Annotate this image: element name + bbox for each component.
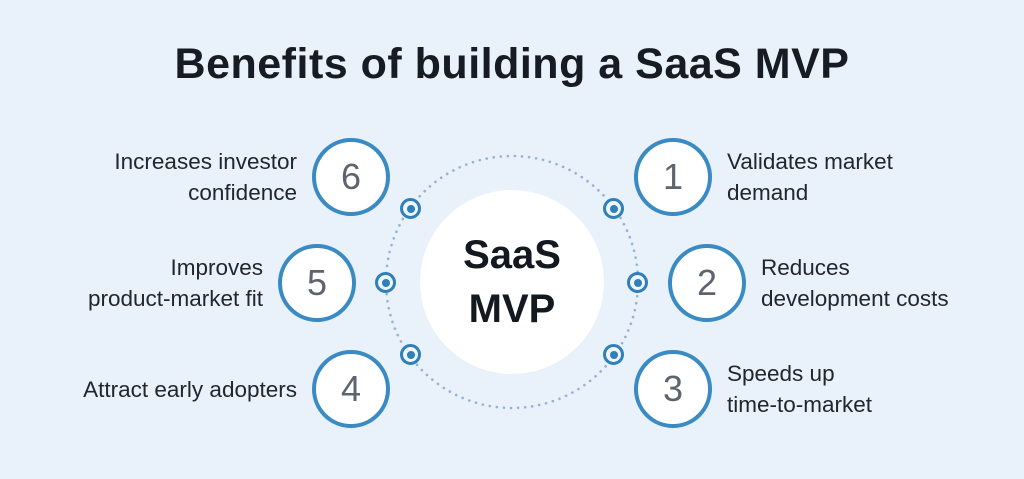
benefit-item-6: 6 Increases investor confidence [114,138,390,216]
benefit-number: 3 [662,368,684,409]
connector-dot-marker [375,272,396,293]
benefit-number-badge: 3 [634,350,712,428]
benefit-label-line1: Attract early adopters [83,376,297,402]
benefit-label: Reduces development costs [761,252,949,314]
benefit-label-line1: Reduces [761,255,850,280]
benefit-label-line1: Speeds up [727,361,835,386]
benefit-item-1: 1 Validates market demand [634,138,893,216]
center-saas-mvp-circle: SaaS MVP [420,190,604,374]
benefit-label: Increases investor confidence [114,146,297,208]
benefit-label-line1: Improves [170,255,263,280]
benefit-label-line2: product-market fit [87,286,263,311]
connector-dot-marker [400,344,421,365]
benefit-number: 5 [306,262,328,303]
benefit-number-badge: 4 [312,350,390,428]
connector-dot-core-icon [609,204,618,213]
benefit-number-badge: 2 [668,244,746,322]
benefit-label: Attract early adopters [83,374,297,405]
connector-dot-core-icon [406,350,415,359]
benefit-label-line1: Validates market [727,149,893,174]
connector-dot-marker [400,198,421,219]
benefit-number-badge: 1 [634,138,712,216]
benefit-label-line2: time-to-market [727,392,873,417]
benefit-number: 4 [340,368,362,409]
connector-dot-core-icon [609,350,618,359]
benefit-item-2: 2 Reduces development costs [668,244,949,322]
benefit-number-badge: 5 [278,244,356,322]
connector-dot-marker [627,272,648,293]
benefit-label-line2: development costs [761,286,949,311]
benefit-number: 1 [662,156,684,197]
connector-dot-marker [603,344,624,365]
center-label-line1: SaaS [463,233,561,277]
benefit-label: Speeds up time-to-market [727,358,872,420]
connector-dot-core-icon [406,204,415,213]
benefit-number: 2 [696,262,718,303]
benefit-label-line2: demand [727,180,809,205]
connector-dot-core-icon [381,278,390,287]
benefit-label: Validates market demand [727,146,893,208]
benefit-label: Improves product-market fit [88,252,263,314]
connector-dot-core-icon [633,278,642,287]
benefit-label-line1: Increases investor [114,149,297,174]
benefit-item-4: 4 Attract early adopters [83,350,390,428]
center-label-line2: MVP [468,287,556,331]
page-title: Benefits of building a SaaS MVP [174,40,850,88]
benefit-number-badge: 6 [312,138,390,216]
benefit-number: 6 [340,156,362,197]
benefit-item-5: 5 Improves product-market fit [88,244,356,322]
benefit-item-3: 3 Speeds up time-to-market [634,350,872,428]
connector-dot-marker [603,198,624,219]
benefit-label-line2: confidence [188,180,297,205]
